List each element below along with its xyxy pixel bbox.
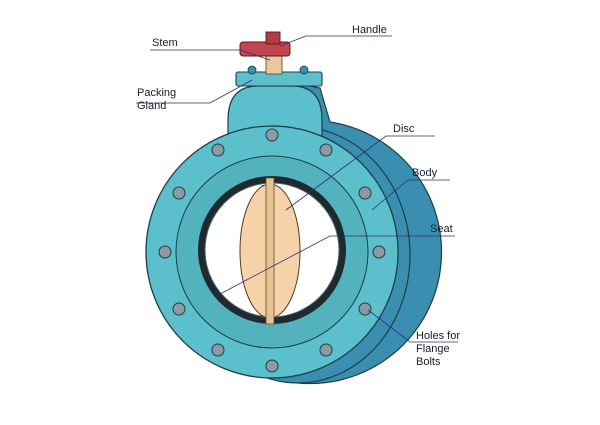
bolt-hole	[265, 359, 279, 373]
leader-handle	[279, 35, 392, 47]
packing-gland-label-line2: Gland	[137, 100, 167, 112]
bolt-hole	[319, 343, 333, 357]
holes-label-line1: Holes for	[416, 330, 461, 342]
holes-label-line2: Flange	[416, 343, 450, 355]
disc-shaft	[265, 177, 275, 325]
handle-body	[239, 41, 291, 57]
bolt-hole	[265, 128, 279, 142]
bolt-hole	[211, 143, 225, 157]
handle-label: Handle	[352, 24, 387, 36]
leader-lines	[136, 35, 458, 343]
stem-label: Stem	[152, 37, 178, 49]
body-label: Body	[412, 167, 438, 179]
leader-stem	[150, 49, 271, 61]
bolt-hole	[158, 245, 172, 259]
bolt-hole	[172, 186, 186, 200]
bolt-hole	[319, 143, 333, 157]
leader-seat	[219, 235, 455, 295]
bolt-hole	[372, 245, 386, 259]
bolt-hole	[211, 343, 225, 357]
gland-bolt	[247, 65, 257, 75]
bolt-hole	[172, 302, 186, 316]
packing-gland-label-line1: Packing	[137, 87, 177, 99]
disc-label: Disc	[393, 123, 415, 135]
bolt-hole	[358, 302, 372, 316]
valve-stem	[265, 53, 283, 75]
bolt-hole	[358, 186, 372, 200]
holes-label-line3: Bolts	[416, 356, 441, 368]
leader-packing-gland	[136, 79, 253, 104]
leader-body	[371, 179, 450, 211]
handle-top	[265, 31, 281, 45]
gland-bolt	[299, 65, 309, 75]
flange-bolt-holes	[158, 128, 386, 373]
seat-label: Seat	[430, 223, 453, 235]
leader-holes	[367, 309, 458, 343]
leader-disc	[285, 135, 435, 211]
